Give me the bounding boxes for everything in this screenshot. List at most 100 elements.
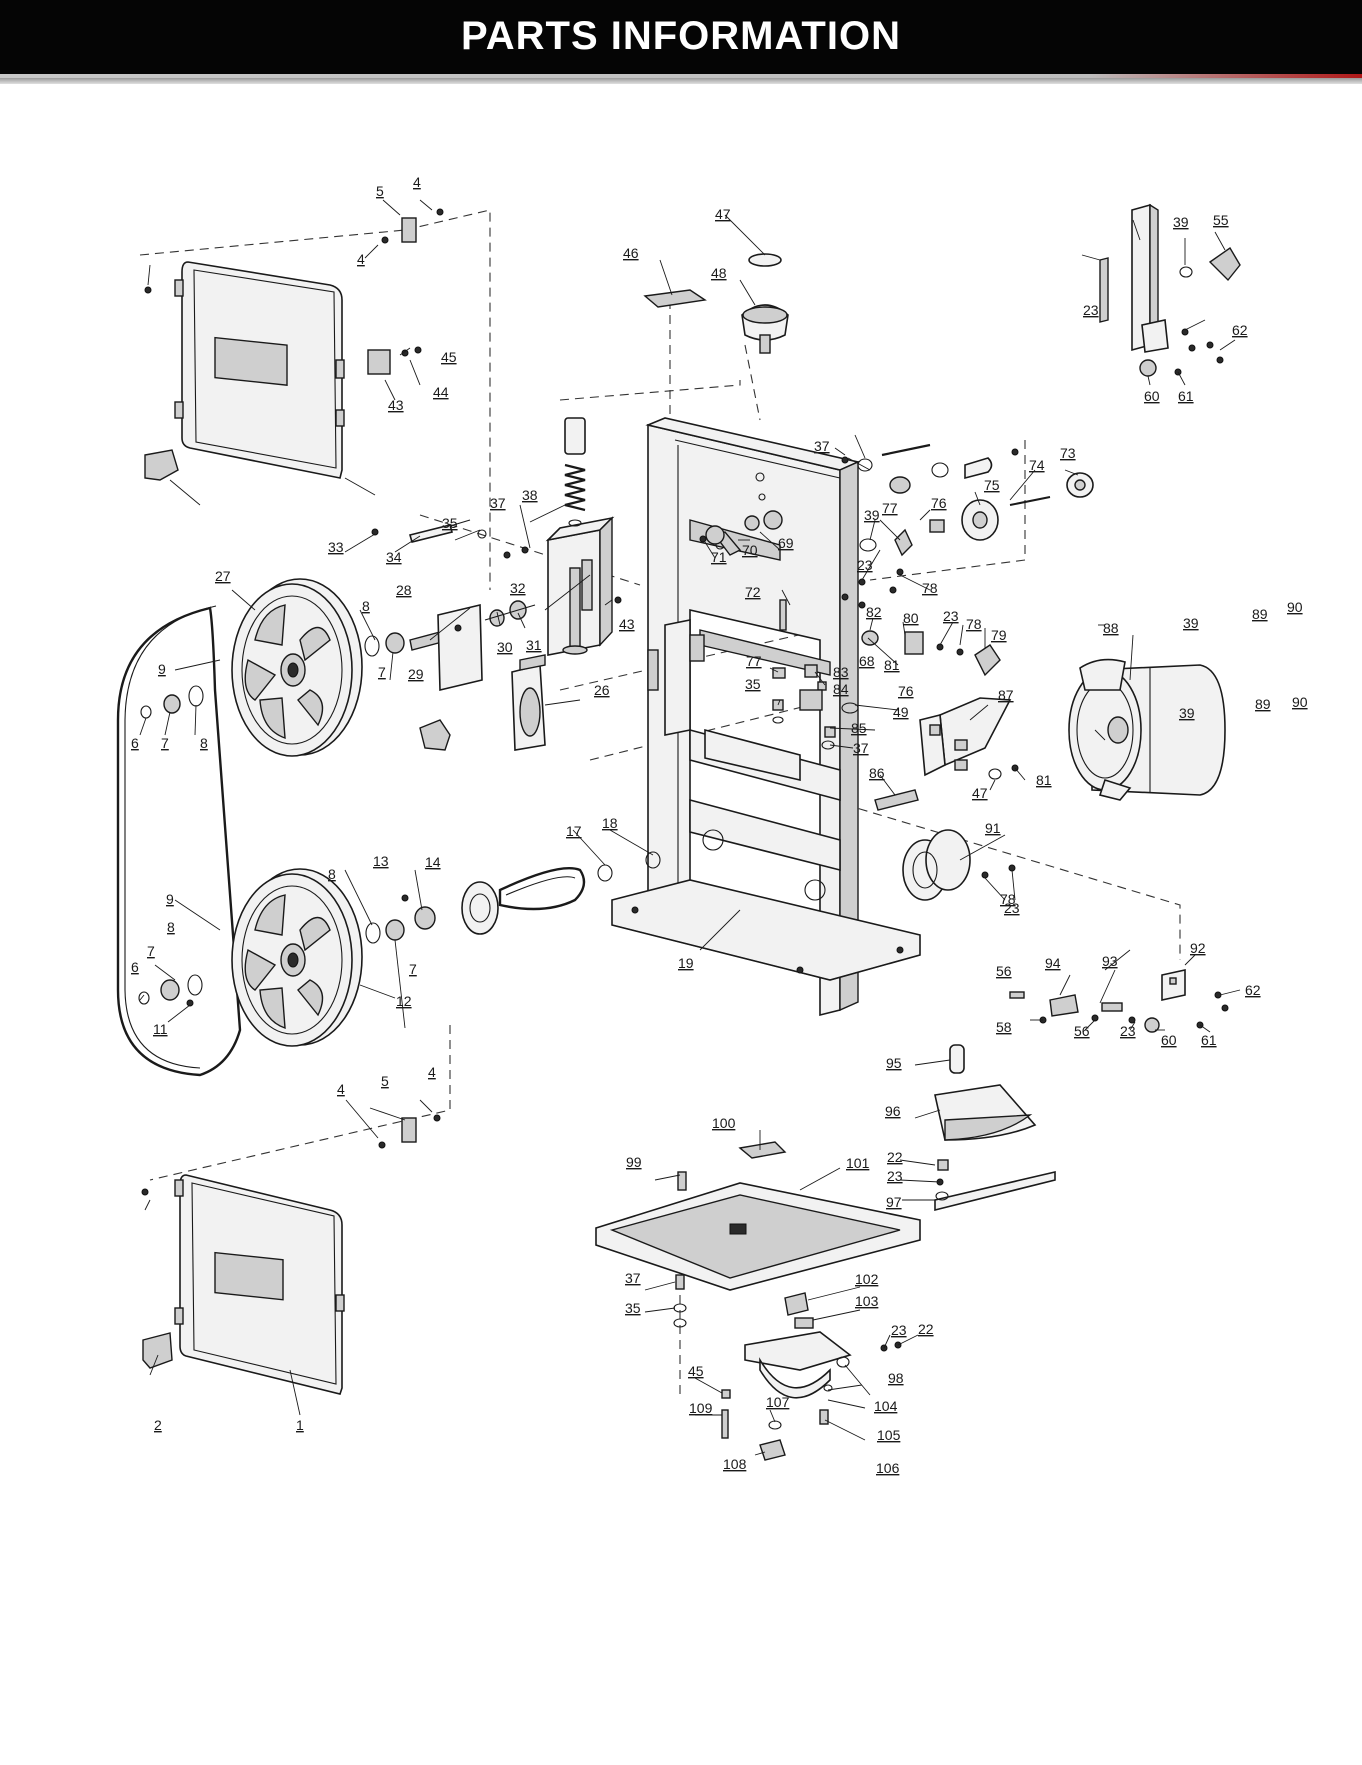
part-label-47: 47 <box>715 206 731 222</box>
part-label-4: 4 <box>428 1064 436 1080</box>
part-label-39: 39 <box>1173 214 1189 230</box>
part-label-23: 23 <box>1120 1023 1136 1039</box>
header-shadow-line <box>0 78 1362 84</box>
part-label-81: 81 <box>884 657 900 673</box>
part-label-78: 78 <box>1000 891 1016 907</box>
table-trunnion <box>673 1274 902 1461</box>
tension-knob <box>643 253 789 354</box>
part-label-18: 18 <box>602 815 618 831</box>
part-label-100: 100 <box>712 1115 736 1131</box>
part-label-89: 89 <box>1255 696 1271 712</box>
part-label-85: 85 <box>851 720 867 736</box>
part-label-23: 23 <box>1083 302 1099 318</box>
part-label-37: 37 <box>814 438 830 454</box>
part-label-56: 56 <box>996 963 1012 979</box>
part-label-23: 23 <box>887 1168 903 1184</box>
part-label-35: 35 <box>745 676 761 692</box>
part-label-9: 9 <box>158 661 166 677</box>
part-label-47: 47 <box>972 785 988 801</box>
part-label-107: 107 <box>766 1394 790 1410</box>
part-label-22: 22 <box>887 1149 903 1165</box>
part-label-78: 78 <box>966 616 982 632</box>
part-label-105: 105 <box>877 1427 901 1443</box>
lower-wheel <box>231 868 363 1047</box>
part-label-73: 73 <box>1060 445 1076 461</box>
part-label-109: 109 <box>689 1400 713 1416</box>
part-label-76: 76 <box>931 495 947 511</box>
drive-belt <box>461 851 661 935</box>
part-label-17: 17 <box>566 823 582 839</box>
part-label-34: 34 <box>386 549 402 565</box>
part-label-12: 12 <box>396 993 412 1009</box>
part-label-93: 93 <box>1102 953 1118 969</box>
lower-guide-assembly <box>1009 969 1229 1033</box>
part-label-44: 44 <box>433 384 449 400</box>
part-label-4: 4 <box>413 174 421 190</box>
part-label-80: 80 <box>903 610 919 626</box>
part-label-43: 43 <box>619 616 635 632</box>
part-label-38: 38 <box>522 487 538 503</box>
part-label-82: 82 <box>866 604 882 620</box>
part-label-39: 39 <box>1179 705 1195 721</box>
part-label-13: 13 <box>373 853 389 869</box>
part-label-7: 7 <box>161 735 169 751</box>
part-label-7: 7 <box>378 664 386 680</box>
part-label-4: 4 <box>357 251 365 267</box>
part-label-39: 39 <box>1183 615 1199 631</box>
part-label-77: 77 <box>746 653 762 669</box>
motor <box>1068 658 1226 801</box>
part-label-1: 1 <box>296 1417 304 1433</box>
part-label-61: 61 <box>1178 388 1194 404</box>
upper-blade-guard <box>511 654 546 751</box>
part-label-46: 46 <box>623 245 639 261</box>
page-title: PARTS INFORMATION <box>461 14 901 58</box>
part-label-97: 97 <box>886 1194 902 1210</box>
part-label-61: 61 <box>1201 1032 1217 1048</box>
part-label-7: 7 <box>409 961 417 977</box>
part-label-27: 27 <box>215 568 231 584</box>
part-label-11: 11 <box>153 1021 168 1037</box>
page-header: PARTS INFORMATION <box>0 0 1362 86</box>
part-label-55: 55 <box>1213 212 1229 228</box>
part-label-101: 101 <box>846 1155 870 1171</box>
part-label-49: 49 <box>893 704 909 720</box>
part-label-77: 77 <box>882 500 898 516</box>
part-label-8: 8 <box>362 598 370 614</box>
part-label-37: 37 <box>625 1270 641 1286</box>
part-label-83: 83 <box>833 664 849 680</box>
part-label-78: 78 <box>922 580 938 596</box>
hinges <box>141 208 444 1196</box>
part-label-79: 79 <box>991 627 1007 643</box>
part-label-69: 69 <box>778 535 794 551</box>
part-label-26: 26 <box>594 682 610 698</box>
part-label-68: 68 <box>859 653 875 669</box>
part-label-45: 45 <box>441 349 457 365</box>
part-label-28: 28 <box>396 582 412 598</box>
part-label-23: 23 <box>891 1322 907 1338</box>
part-label-23: 23 <box>857 557 873 573</box>
part-label-33: 33 <box>328 539 344 555</box>
part-label-8: 8 <box>328 866 336 882</box>
part-label-86: 86 <box>869 765 885 781</box>
part-label-90: 90 <box>1292 694 1308 710</box>
part-label-9: 9 <box>166 891 174 907</box>
part-label-102: 102 <box>855 1271 879 1287</box>
part-label-5: 5 <box>381 1073 389 1089</box>
part-label-32: 32 <box>510 580 526 596</box>
part-label-19: 19 <box>678 955 694 971</box>
part-label-56: 56 <box>1074 1023 1090 1039</box>
part-label-74: 74 <box>1029 457 1045 473</box>
part-label-48: 48 <box>711 265 727 281</box>
part-label-35: 35 <box>625 1300 641 1316</box>
part-label-58: 58 <box>996 1019 1012 1035</box>
header-bar <box>0 0 1362 74</box>
motor-bracket <box>874 697 1019 811</box>
part-label-70: 70 <box>742 542 758 558</box>
part-label-23: 23 <box>1004 900 1020 916</box>
part-label-29: 29 <box>408 666 424 682</box>
part-label-89: 89 <box>1252 606 1268 622</box>
saw-table <box>595 1141 921 1291</box>
part-label-5: 5 <box>376 183 384 199</box>
